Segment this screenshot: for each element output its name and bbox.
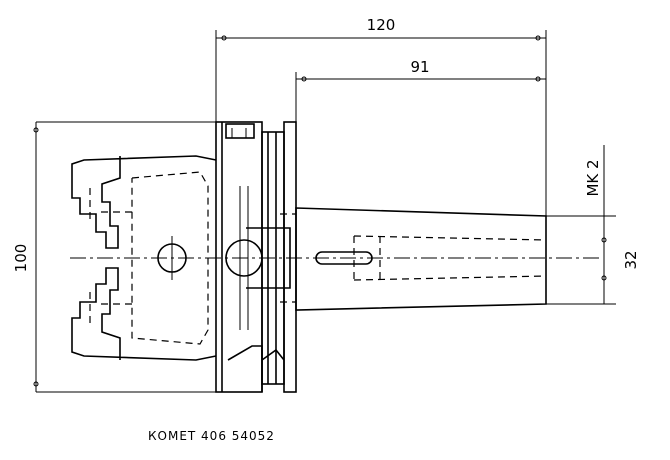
dimension-label-32: 32 bbox=[622, 250, 640, 269]
taper-spec-label: MK 2 bbox=[584, 159, 602, 196]
dimension-flange-diameter: 100 bbox=[12, 121, 216, 393]
flange bbox=[215, 121, 263, 393]
shank bbox=[225, 207, 547, 311]
collar bbox=[261, 121, 297, 393]
part-number: КОМЕТ 406 54052 bbox=[148, 429, 275, 443]
adaptor-body bbox=[71, 155, 217, 361]
dimension-overall-length: 120 bbox=[215, 16, 547, 216]
dimension-label-120: 120 bbox=[367, 16, 396, 34]
dimension-label-100: 100 bbox=[12, 244, 30, 273]
drive-slot bbox=[315, 251, 373, 265]
dimension-taper-diameter: 32 MK 2 bbox=[546, 145, 640, 305]
dimension-shank-length: 91 bbox=[295, 58, 546, 122]
dimension-label-91: 91 bbox=[410, 58, 429, 76]
